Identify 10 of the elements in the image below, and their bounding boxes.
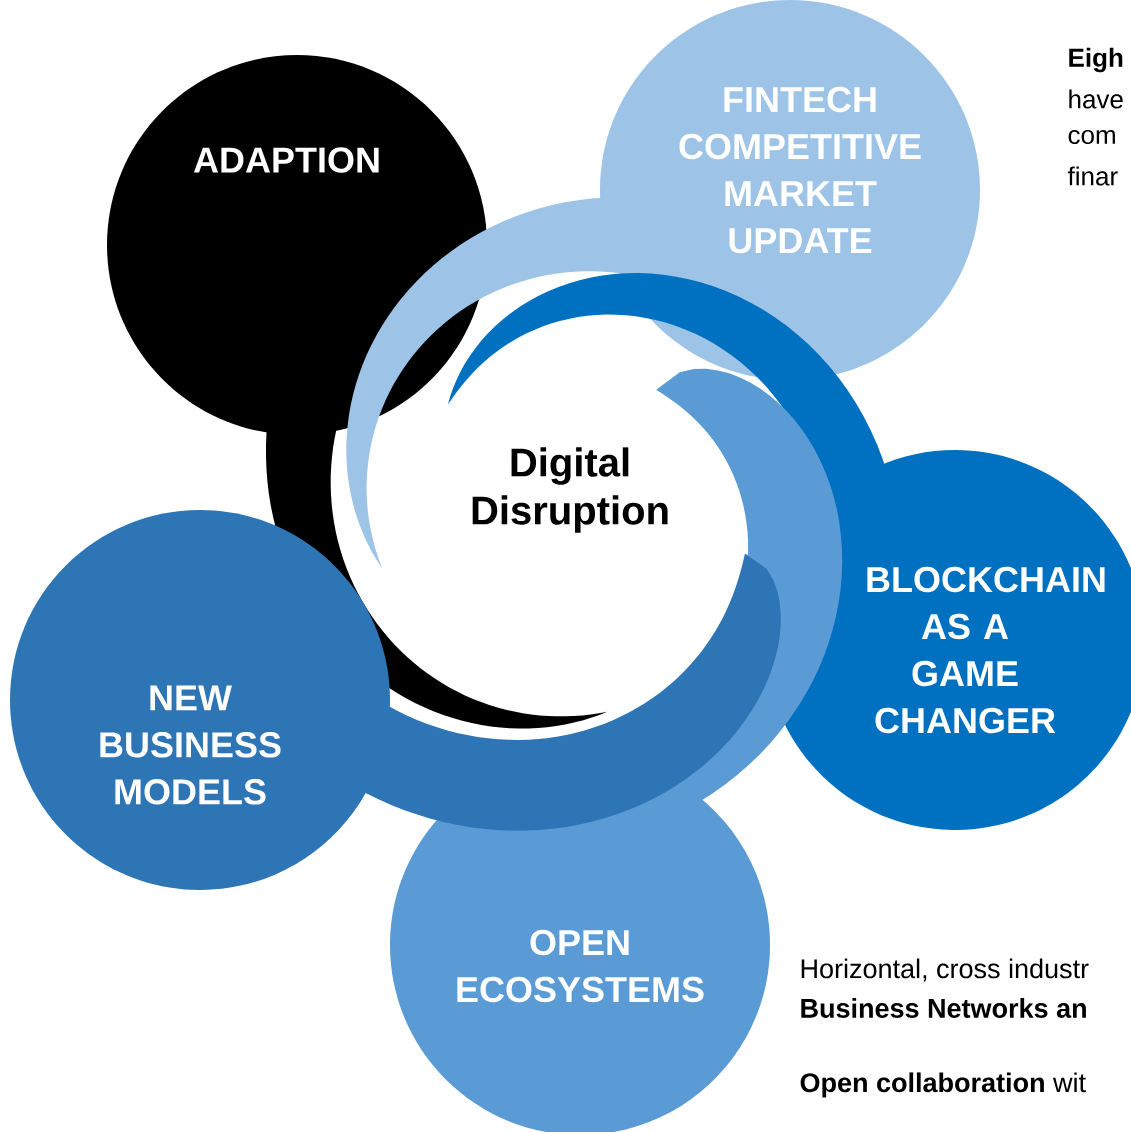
node-label: BUSINESS MODELS bbox=[100, 732, 281, 805]
text-line: have bbox=[1069, 89, 1123, 109]
node-label: UPDATE bbox=[729, 228, 872, 254]
text-line: finar bbox=[1067, 166, 1118, 186]
node-label: OPEN ECOSYSTEMS bbox=[457, 929, 704, 1003]
text-line: Eigh bbox=[1069, 47, 1123, 73]
node-label: FINTECH COMPETITIVE MARKET bbox=[679, 86, 921, 206]
text-line: com bbox=[1068, 129, 1115, 145]
node-label: NEW bbox=[150, 685, 232, 711]
node-label: BLOCKCHAIN AS A GAME CHANGER bbox=[867, 566, 1105, 734]
